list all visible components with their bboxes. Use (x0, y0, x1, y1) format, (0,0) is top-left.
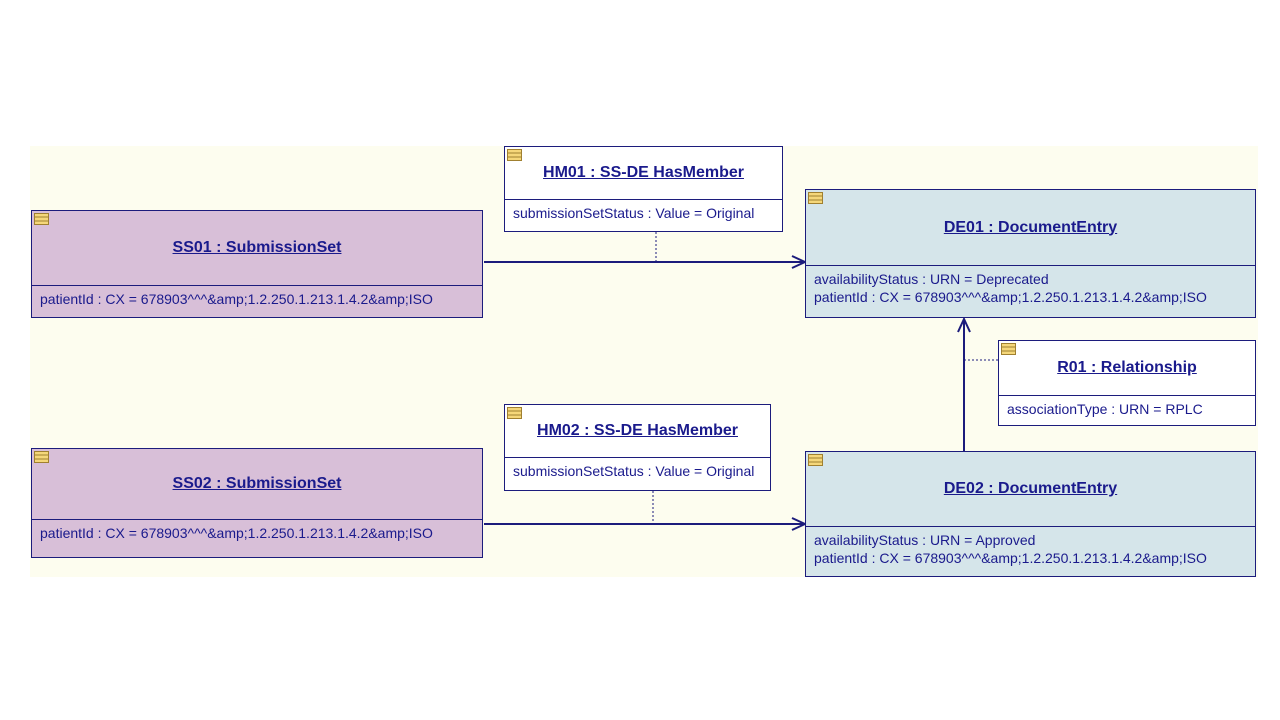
class-icon (34, 451, 49, 463)
hm02-title: HM02 : SS-DE HasMember (537, 422, 738, 439)
attribute: submissionSetStatus : Value = Original (513, 463, 755, 479)
de02-document-entry[interactable]: DE02 : DocumentEntry availabilityStatus … (805, 451, 1256, 577)
class-icon (1001, 343, 1016, 355)
ss01-title: SS01 : SubmissionSet (172, 239, 342, 256)
class-icon (507, 149, 522, 161)
ss02-attributes: patientId : CX = 678903^^^&amp;1.2.250.1… (32, 520, 482, 546)
ss02-title: SS02 : SubmissionSet (172, 475, 342, 492)
attribute: patientId : CX = 678903^^^&amp;1.2.250.1… (40, 525, 433, 541)
hm02-attributes: submissionSetStatus : Value = Original (505, 458, 770, 484)
r01-attributes: associationType : URN = RPLC (999, 396, 1255, 422)
r01-title: R01 : Relationship (1057, 359, 1197, 376)
hm01-title: HM01 : SS-DE HasMember (543, 164, 744, 181)
arrowhead-de01-up (957, 316, 971, 333)
de01-attributes: availabilityStatus : URN = Deprecated pa… (806, 266, 1255, 310)
attribute: submissionSetStatus : Value = Original (513, 205, 755, 221)
class-icon (808, 454, 823, 466)
attribute: associationType : URN = RPLC (1007, 401, 1203, 417)
de01-document-entry[interactable]: DE01 : DocumentEntry availabilityStatus … (805, 189, 1256, 318)
ss01-submission-set[interactable]: SS01 : SubmissionSet patientId : CX = 67… (31, 210, 483, 318)
attribute: availabilityStatus : URN = Deprecated (814, 271, 1049, 287)
hm01-attributes: submissionSetStatus : Value = Original (505, 200, 782, 226)
attribute: patientId : CX = 678903^^^&amp;1.2.250.1… (814, 550, 1207, 566)
attribute: patientId : CX = 678903^^^&amp;1.2.250.1… (814, 289, 1207, 305)
attribute: availabilityStatus : URN = Approved (814, 532, 1036, 548)
hm02-has-member[interactable]: HM02 : SS-DE HasMember submissionSetStat… (504, 404, 771, 491)
class-icon (507, 407, 522, 419)
class-icon (34, 213, 49, 225)
class-icon (808, 192, 823, 204)
ss02-submission-set[interactable]: SS02 : SubmissionSet patientId : CX = 67… (31, 448, 483, 558)
de02-attributes: availabilityStatus : URN = Approved pati… (806, 527, 1255, 571)
r01-relationship[interactable]: R01 : Relationship associationType : URN… (998, 340, 1256, 426)
de01-title: DE01 : DocumentEntry (943, 218, 1118, 236)
de02-title: DE02 : DocumentEntry (943, 480, 1118, 497)
attribute: patientId : CX = 678903^^^&amp;1.2.250.1… (40, 291, 433, 307)
ss01-attributes: patientId : CX = 678903^^^&amp;1.2.250.1… (32, 286, 482, 312)
hm01-has-member[interactable]: HM01 : SS-DE HasMember submissionSetStat… (504, 146, 783, 232)
